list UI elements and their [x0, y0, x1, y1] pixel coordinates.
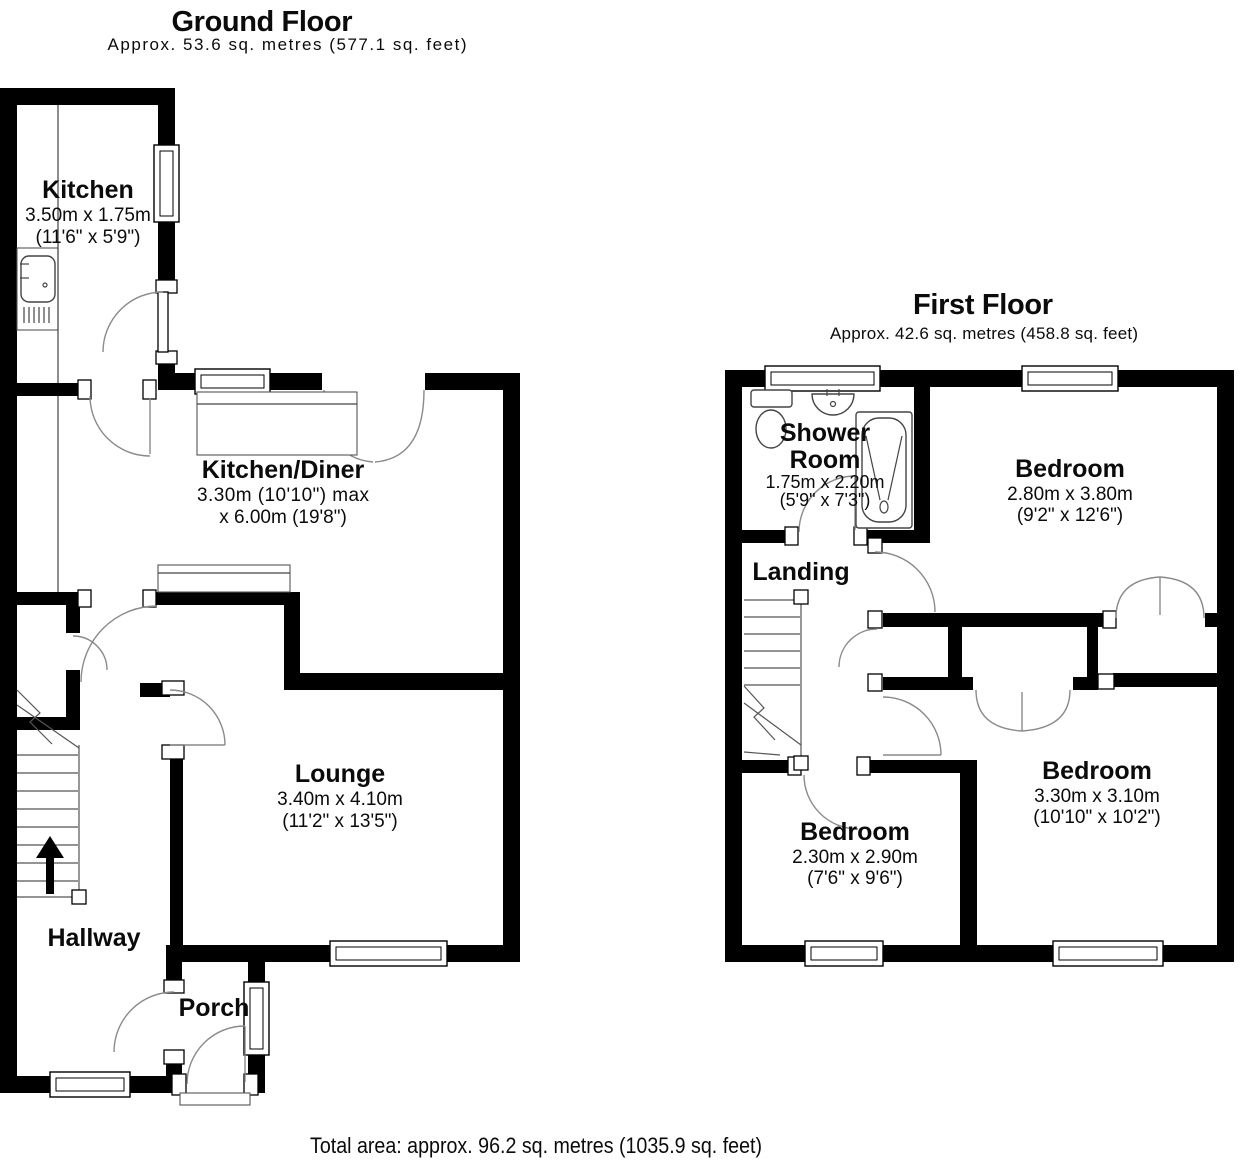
bedroom-bottom-left-window	[804, 940, 884, 967]
first-floor-plan: First Floor Approx. 42.6 sq. metres (458…	[725, 289, 1234, 967]
ground-floor-subtitle: Approx. 53.6 sq. metres (577.1 sq. feet)	[108, 35, 467, 54]
shower-room-dims-imperial: (5'9" x 7'3")	[780, 490, 871, 510]
landing-label: Landing	[752, 558, 849, 586]
shower-room-label-1: Shower	[780, 419, 871, 447]
bedroom-bottom-left-door-arc	[803, 774, 859, 830]
kitchen-diner-dims-2: x 6.00m (19'8")	[219, 507, 347, 528]
stair-break-zigzag	[16, 689, 53, 745]
kitchen-door-arc	[102, 291, 164, 353]
stair-break-line	[16, 704, 80, 749]
bedroom-bottom-right-window	[1052, 940, 1164, 967]
closet-bottom-double-doors	[975, 689, 1071, 732]
first-doors	[798, 475, 1205, 830]
hallway-label: Hallway	[47, 924, 140, 952]
newel-post-bottom	[793, 755, 809, 771]
kitchen-door-leaf	[157, 291, 169, 353]
cupboard-door-arc	[72, 635, 108, 671]
ground-floor-plan: Ground Floor Approx. 53.6 sq. metres (57…	[0, 6, 520, 1106]
bedroom-top-right-label: Bedroom	[1015, 455, 1125, 483]
bedroom-top-right-dims-metric: 2.80m x 3.80m	[1007, 484, 1133, 505]
drainer	[23, 307, 50, 323]
cupboard-niche-door-arc	[838, 628, 878, 668]
porch-door-arc	[113, 991, 175, 1053]
french-door-right-arc	[374, 389, 425, 463]
kitchen-dims-imperial: (11'6" x 5'9")	[36, 227, 141, 248]
first-stairs	[743, 589, 809, 771]
shower-room-label-2: Room	[790, 446, 861, 474]
shower-room-window	[764, 365, 881, 392]
bedroom-bottom-left-dims-metric: 2.30m x 2.90m	[792, 847, 918, 868]
bedroom-bottom-right-label: Bedroom	[1042, 757, 1152, 785]
kitchen-diner-counters	[157, 391, 358, 593]
bedroom-bottom-right-dims-metric: 3.30m x 3.10m	[1034, 786, 1160, 807]
porch-window	[243, 981, 270, 1056]
toilet	[750, 389, 793, 449]
stairs-up-arrow	[36, 836, 64, 894]
porch-label: Porch	[179, 994, 250, 1022]
bedroom-bottom-left-dims-imperial: (7'6" x 9'6")	[807, 868, 903, 889]
newel-post	[71, 889, 87, 905]
closet-top-right-double-doors	[1115, 576, 1205, 619]
kitchen-window	[153, 144, 180, 223]
first-floor-subtitle: Approx. 42.6 sq. metres (458.8 sq. feet)	[830, 324, 1138, 343]
bedroom-bottom-right-door-arc	[882, 696, 942, 756]
newel-post-top	[793, 589, 809, 605]
shower-room-dims-metric: 1.75m x 2.20m	[765, 472, 884, 492]
bedroom-top-right-window	[1021, 365, 1119, 392]
kitchen-diner-dims-1: 3.30m (10'10") max	[197, 485, 370, 506]
lounge-window	[329, 940, 448, 967]
hallway-window	[49, 1071, 131, 1098]
porch-doorstep	[179, 1092, 251, 1106]
ground-door-frames	[77, 279, 259, 1096]
basin	[811, 389, 855, 416]
lounge-dims-metric: 3.40m x 4.10m	[277, 789, 403, 810]
stair-break-line	[743, 702, 802, 746]
front-door-arc	[186, 1025, 246, 1085]
ground-floor-title: Ground Floor	[172, 6, 353, 38]
kitchen-sink	[20, 255, 56, 303]
kitchen-sink-unit	[16, 105, 59, 592]
total-area-label: Total area: approx. 96.2 sq. metres (103…	[310, 1133, 762, 1158]
lounge-label: Lounge	[295, 760, 385, 788]
bath	[855, 411, 913, 529]
first-floor-title: First Floor	[913, 289, 1053, 321]
bedroom-top-right-door-arc	[874, 551, 936, 613]
kitchen-diner-label: Kitchen/Diner	[202, 456, 365, 484]
stair-break-zigzag	[743, 685, 776, 741]
ground-stairs	[16, 689, 87, 905]
bedroom-bottom-left-label: Bedroom	[800, 818, 910, 846]
lounge-dims-imperial: (11'2" x 13'5")	[282, 811, 397, 832]
shower-room-door-arc	[798, 475, 856, 533]
kitchen-diner-window	[194, 368, 271, 395]
bedroom-bottom-right-dims-imperial: (10'10" x 10'2")	[1033, 807, 1160, 828]
kitchen-inner-door-arc	[89, 395, 151, 457]
hall-passage-door-arc	[80, 605, 158, 683]
kitchen-dims-metric: 3.50m x 1.75m	[25, 205, 151, 226]
lounge-door-arc	[169, 689, 226, 746]
kitchen-label: Kitchen	[42, 176, 134, 204]
bedroom-top-right-dims-imperial: (9'2" x 12'6")	[1017, 505, 1123, 526]
